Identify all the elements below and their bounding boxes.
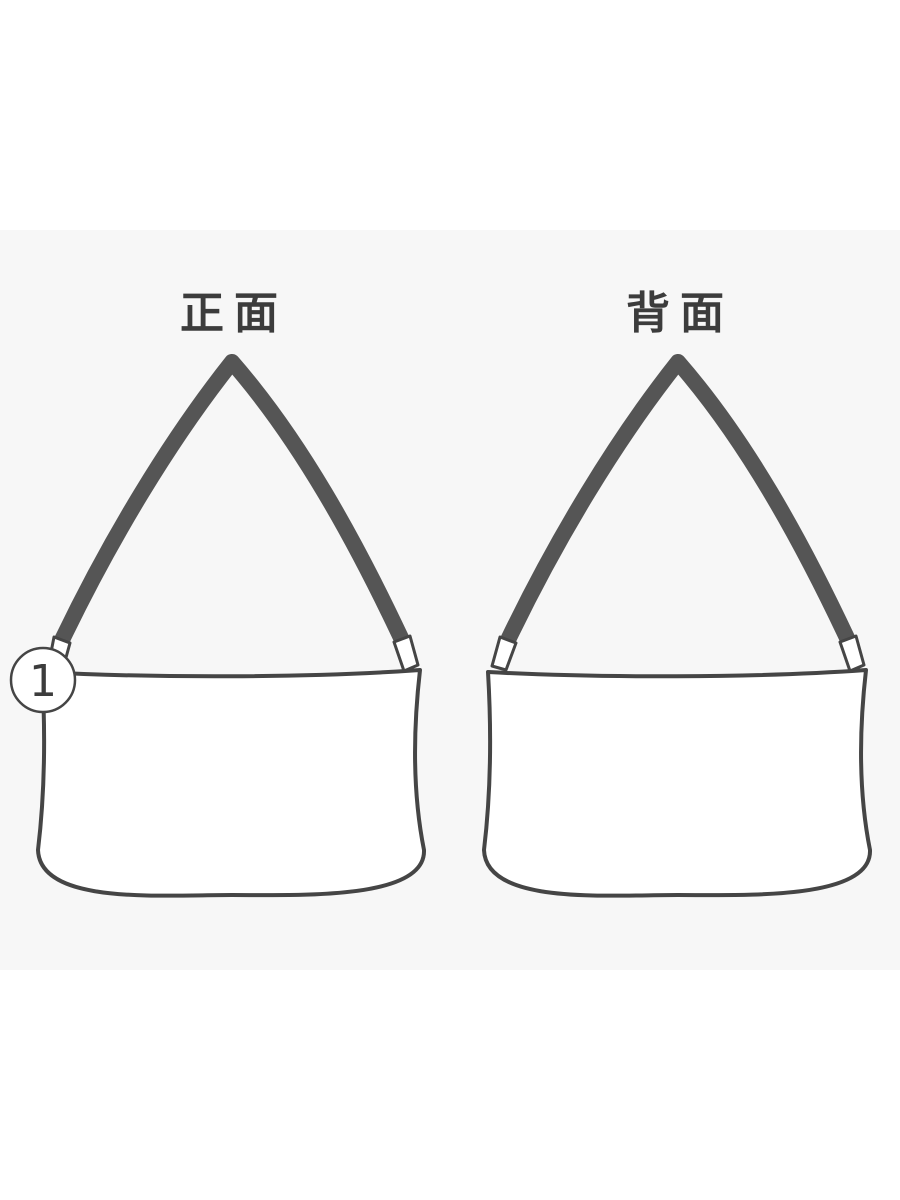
back-bag-body	[482, 668, 873, 898]
front-bag-body	[36, 668, 427, 898]
front-right-strap-connector	[392, 634, 420, 673]
front-view-title: 正面	[180, 288, 288, 339]
callout-number: 1	[29, 656, 57, 707]
back-strap	[500, 354, 856, 648]
front-strap	[54, 354, 410, 648]
back-view-title: 背面	[626, 288, 734, 339]
back-left-strap-connector	[490, 635, 518, 672]
callout-marker: 1	[9, 646, 77, 714]
back-right-strap-connector	[838, 634, 866, 673]
front-view-bag	[36, 354, 427, 898]
back-view-bag	[482, 354, 873, 898]
